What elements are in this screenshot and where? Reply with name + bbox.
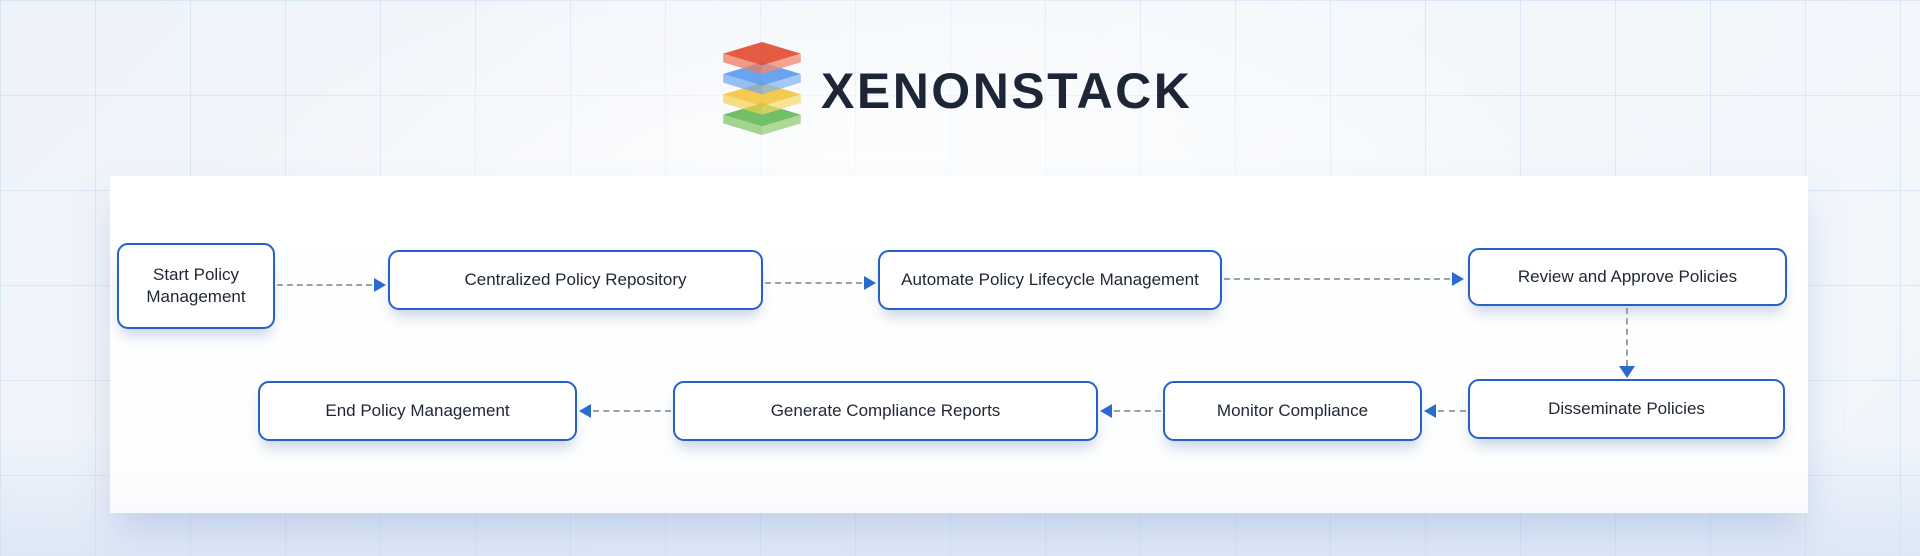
connector-generate-to-end	[593, 410, 671, 412]
flow-node-label: Review and Approve Policies	[1517, 266, 1738, 286]
arrowhead-right-icon	[864, 276, 876, 290]
brand-logo: XENONSTACK	[718, 40, 1192, 137]
flow-node-label: Start Policy Management	[146, 264, 246, 306]
connector-review-to-disseminate	[1626, 308, 1628, 366]
arrowhead-left-icon	[1100, 404, 1112, 418]
arrowhead-left-icon	[579, 404, 591, 418]
arrowhead-right-icon	[1452, 272, 1464, 286]
brand-wordmark: XENONSTACK	[821, 62, 1193, 119]
flow-node-label: Centralized Policy Repository	[464, 269, 687, 289]
flow-node-monitor-compliance: Monitor Compliance	[1163, 381, 1422, 441]
arrowhead-right-icon	[374, 278, 386, 292]
flow-node-label: End Policy Management	[325, 400, 510, 420]
connector-centralized-to-automate	[765, 282, 862, 284]
layered-stack-icon	[723, 41, 801, 136]
flow-node-disseminate-policies: Disseminate Policies	[1468, 379, 1785, 439]
flow-node-end-policy-management: End Policy Management	[258, 381, 577, 441]
connector-monitor-to-generate	[1114, 410, 1161, 412]
connector-automate-to-review	[1224, 278, 1450, 280]
arrowhead-left-icon	[1424, 404, 1436, 418]
flow-node-label: Automate Policy Lifecycle Management	[901, 269, 1199, 289]
connector-start-to-centralized	[277, 284, 372, 286]
flowchart-panel	[110, 176, 1808, 513]
flow-node-label: Disseminate Policies	[1548, 398, 1705, 418]
flow-node-automate-policy-lifecycle-management: Automate Policy Lifecycle Management	[878, 250, 1222, 310]
flow-node-label: Monitor Compliance	[1216, 400, 1369, 420]
arrowhead-down-icon	[1619, 366, 1635, 378]
flow-node-centralized-policy-repository: Centralized Policy Repository	[388, 250, 763, 310]
flow-node-start-policy-management: Start Policy Management	[117, 243, 275, 329]
connector-disseminate-to-monitor	[1438, 410, 1466, 412]
flow-node-review-and-approve-policies: Review and Approve Policies	[1468, 248, 1787, 306]
flow-node-label: Generate Compliance Reports	[770, 400, 1001, 420]
flow-node-generate-compliance-reports: Generate Compliance Reports	[673, 381, 1098, 441]
